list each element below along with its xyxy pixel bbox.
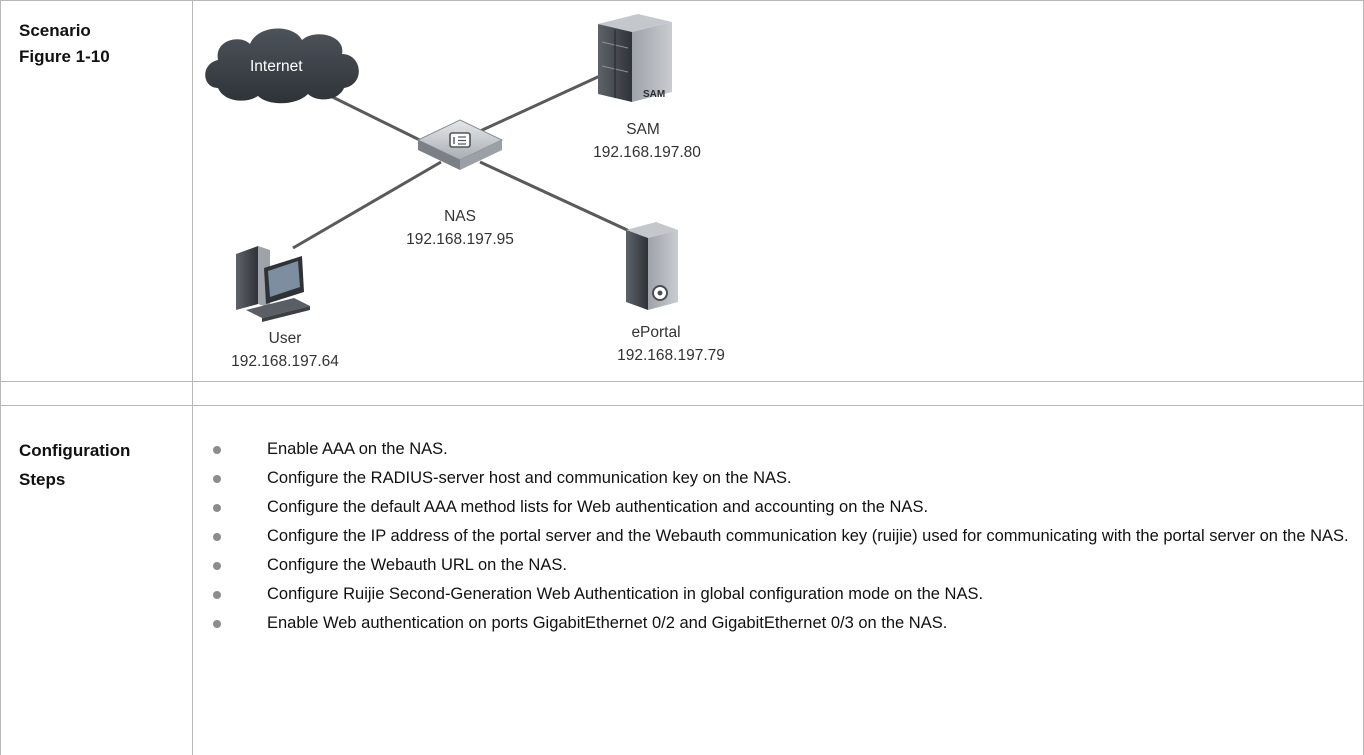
list-item: Configure the Webauth URL on the NAS. <box>198 551 1358 580</box>
user-computer-icon <box>236 246 310 322</box>
list-item: Configure the IP address of the portal s… <box>198 522 1358 551</box>
table-border-top <box>0 0 1364 1</box>
table-row-divider <box>0 405 1364 406</box>
internet-cloud-icon <box>205 28 359 104</box>
user-ip: 192.168.197.64 <box>231 353 339 370</box>
steps-label: Steps <box>19 470 66 489</box>
list-item: Enable AAA on the NAS. <box>198 435 1358 464</box>
table-border-left <box>0 0 1 755</box>
scenario-label: Scenario <box>19 21 91 40</box>
configuration-steps-list: Enable AAA on the NAS. Configure the RAD… <box>198 435 1358 638</box>
network-topology-diagram: Internet SAM SAM 192.168.197.80 NAS 192.… <box>205 14 725 370</box>
bullet-icon <box>213 475 221 483</box>
eportal-ip: 192.168.197.79 <box>617 347 725 364</box>
internet-label: Internet <box>250 58 303 75</box>
nas-name: NAS <box>444 208 476 225</box>
figure-label: Figure 1-10 <box>19 47 110 66</box>
nas-switch-icon <box>416 119 504 170</box>
list-item: Configure the RADIUS-server host and com… <box>198 464 1358 493</box>
sam-server-icon <box>598 14 672 102</box>
link-nas-user <box>292 160 442 250</box>
table-column-divider <box>192 0 193 755</box>
bullet-icon <box>213 591 221 599</box>
configuration-label: Configuration <box>19 441 131 460</box>
bullet-icon <box>213 533 221 541</box>
bullet-icon <box>213 446 221 454</box>
sam-badge: SAM <box>643 89 665 100</box>
list-item: Configure the default AAA method lists f… <box>198 493 1358 522</box>
link-nas-sam <box>477 68 614 134</box>
list-item: Configure Ruijie Second-Generation Web A… <box>198 580 1358 609</box>
link-nas-eportal <box>479 160 639 237</box>
user-name: User <box>269 330 302 347</box>
eportal-name: ePortal <box>631 324 680 341</box>
list-item: Enable Web authentication on ports Gigab… <box>198 609 1358 638</box>
bullet-icon <box>213 620 221 628</box>
sam-name: SAM <box>626 121 660 138</box>
nas-ip: 192.168.197.95 <box>406 231 514 248</box>
eportal-server-icon <box>626 222 678 310</box>
bullet-icon <box>213 562 221 570</box>
sam-ip: 192.168.197.80 <box>593 144 701 161</box>
table-row-divider <box>0 381 1364 382</box>
bullet-icon <box>213 504 221 512</box>
